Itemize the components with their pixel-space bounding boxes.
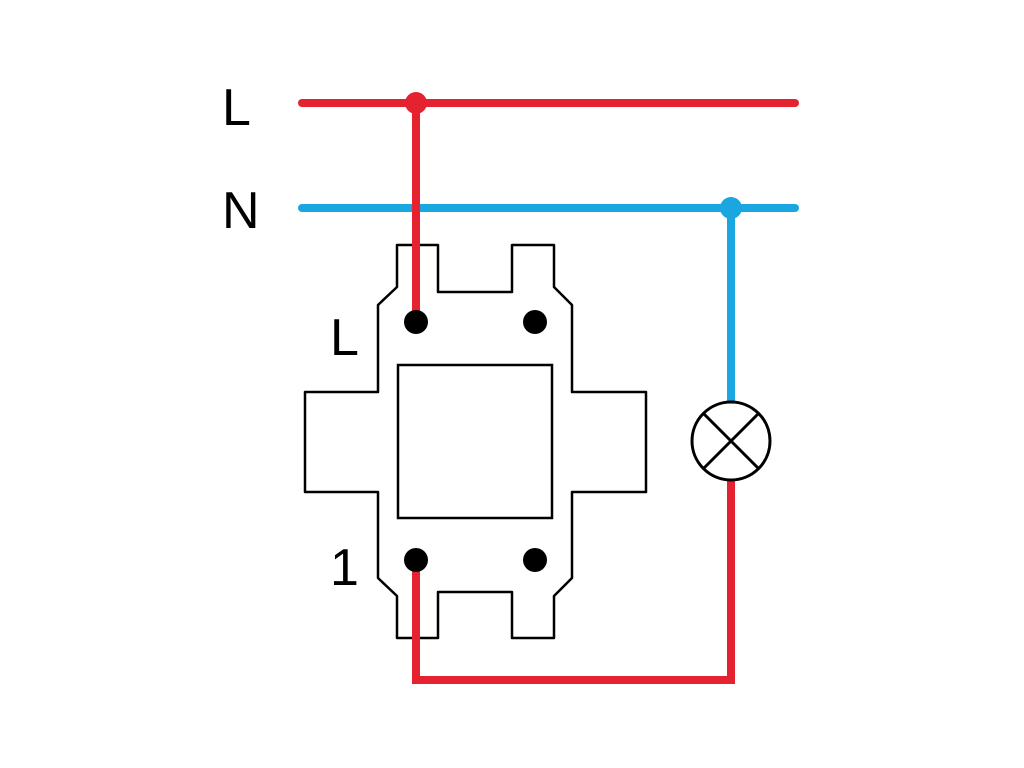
neutral-junction-dot xyxy=(720,197,742,219)
switch-rocker xyxy=(396,363,554,520)
line-junction-dot xyxy=(405,92,427,114)
terminal-1-screw xyxy=(404,548,428,572)
terminal-output-label: 1 xyxy=(330,539,359,597)
terminal-l2-screw xyxy=(523,310,547,334)
terminal-12-screw xyxy=(523,548,547,572)
terminal-l-screw xyxy=(404,310,428,334)
switched-output-wire xyxy=(412,480,735,684)
lamp-icon xyxy=(690,400,772,482)
line-rail-label: L xyxy=(222,79,251,137)
neutral-rail-label: N xyxy=(222,182,260,240)
terminal-line-label: L xyxy=(330,309,359,367)
